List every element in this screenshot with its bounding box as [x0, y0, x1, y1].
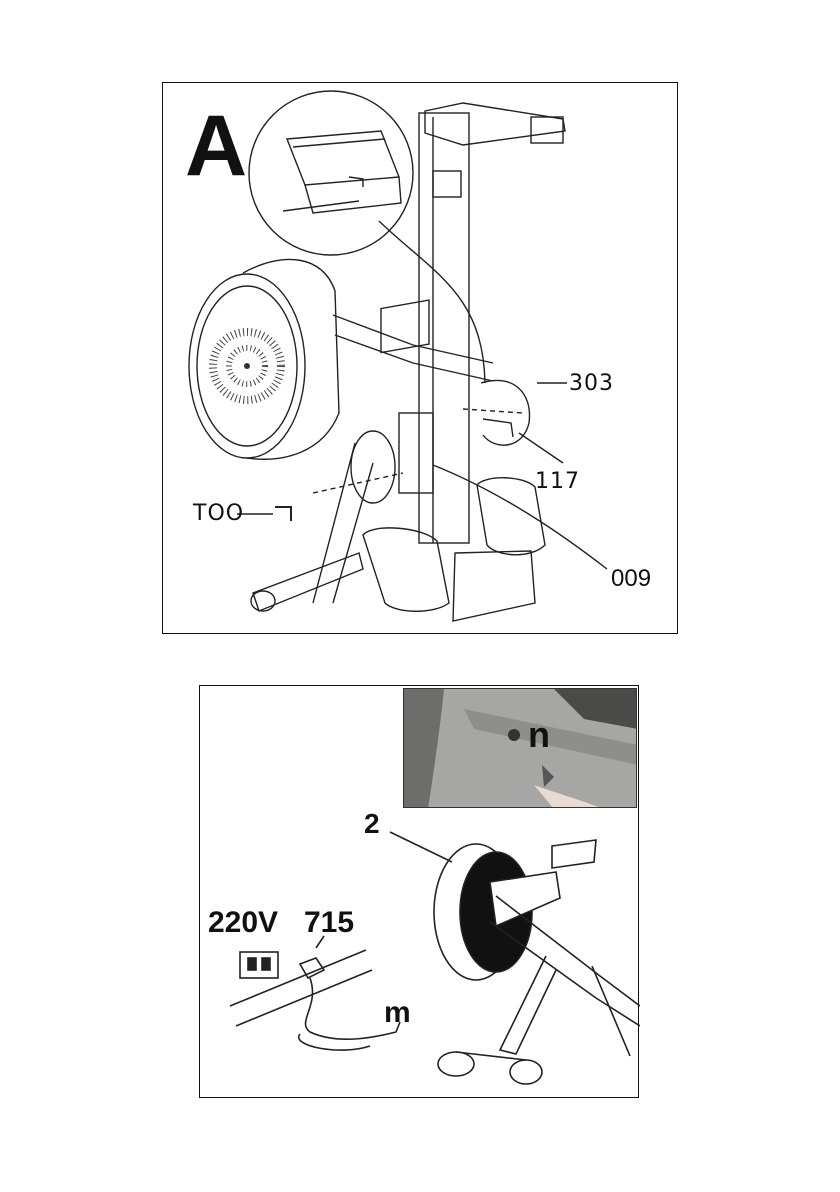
callout-tool: TOO	[193, 503, 244, 525]
assembly-figure-a: A 303 117 009 TOO	[162, 82, 678, 634]
allen-key-icon	[275, 507, 291, 521]
plate-009	[399, 413, 433, 493]
callout-117: 117	[535, 471, 580, 493]
rower-power-drawing	[200, 686, 640, 1099]
handlebar	[425, 103, 565, 145]
wall-socket	[240, 952, 278, 978]
callout-220v: 220V	[208, 908, 278, 938]
callout-m: m	[384, 998, 411, 1028]
callout-715: 715	[304, 908, 354, 938]
step-letter: A	[185, 103, 247, 189]
assembly-figure-b: n	[199, 685, 639, 1098]
callout-009: 009	[611, 567, 651, 591]
callout-303: 303	[569, 373, 614, 395]
callout-2: 2	[364, 810, 380, 838]
leader-2	[390, 832, 452, 862]
leader-117	[519, 433, 563, 463]
footrest-left	[363, 528, 449, 611]
